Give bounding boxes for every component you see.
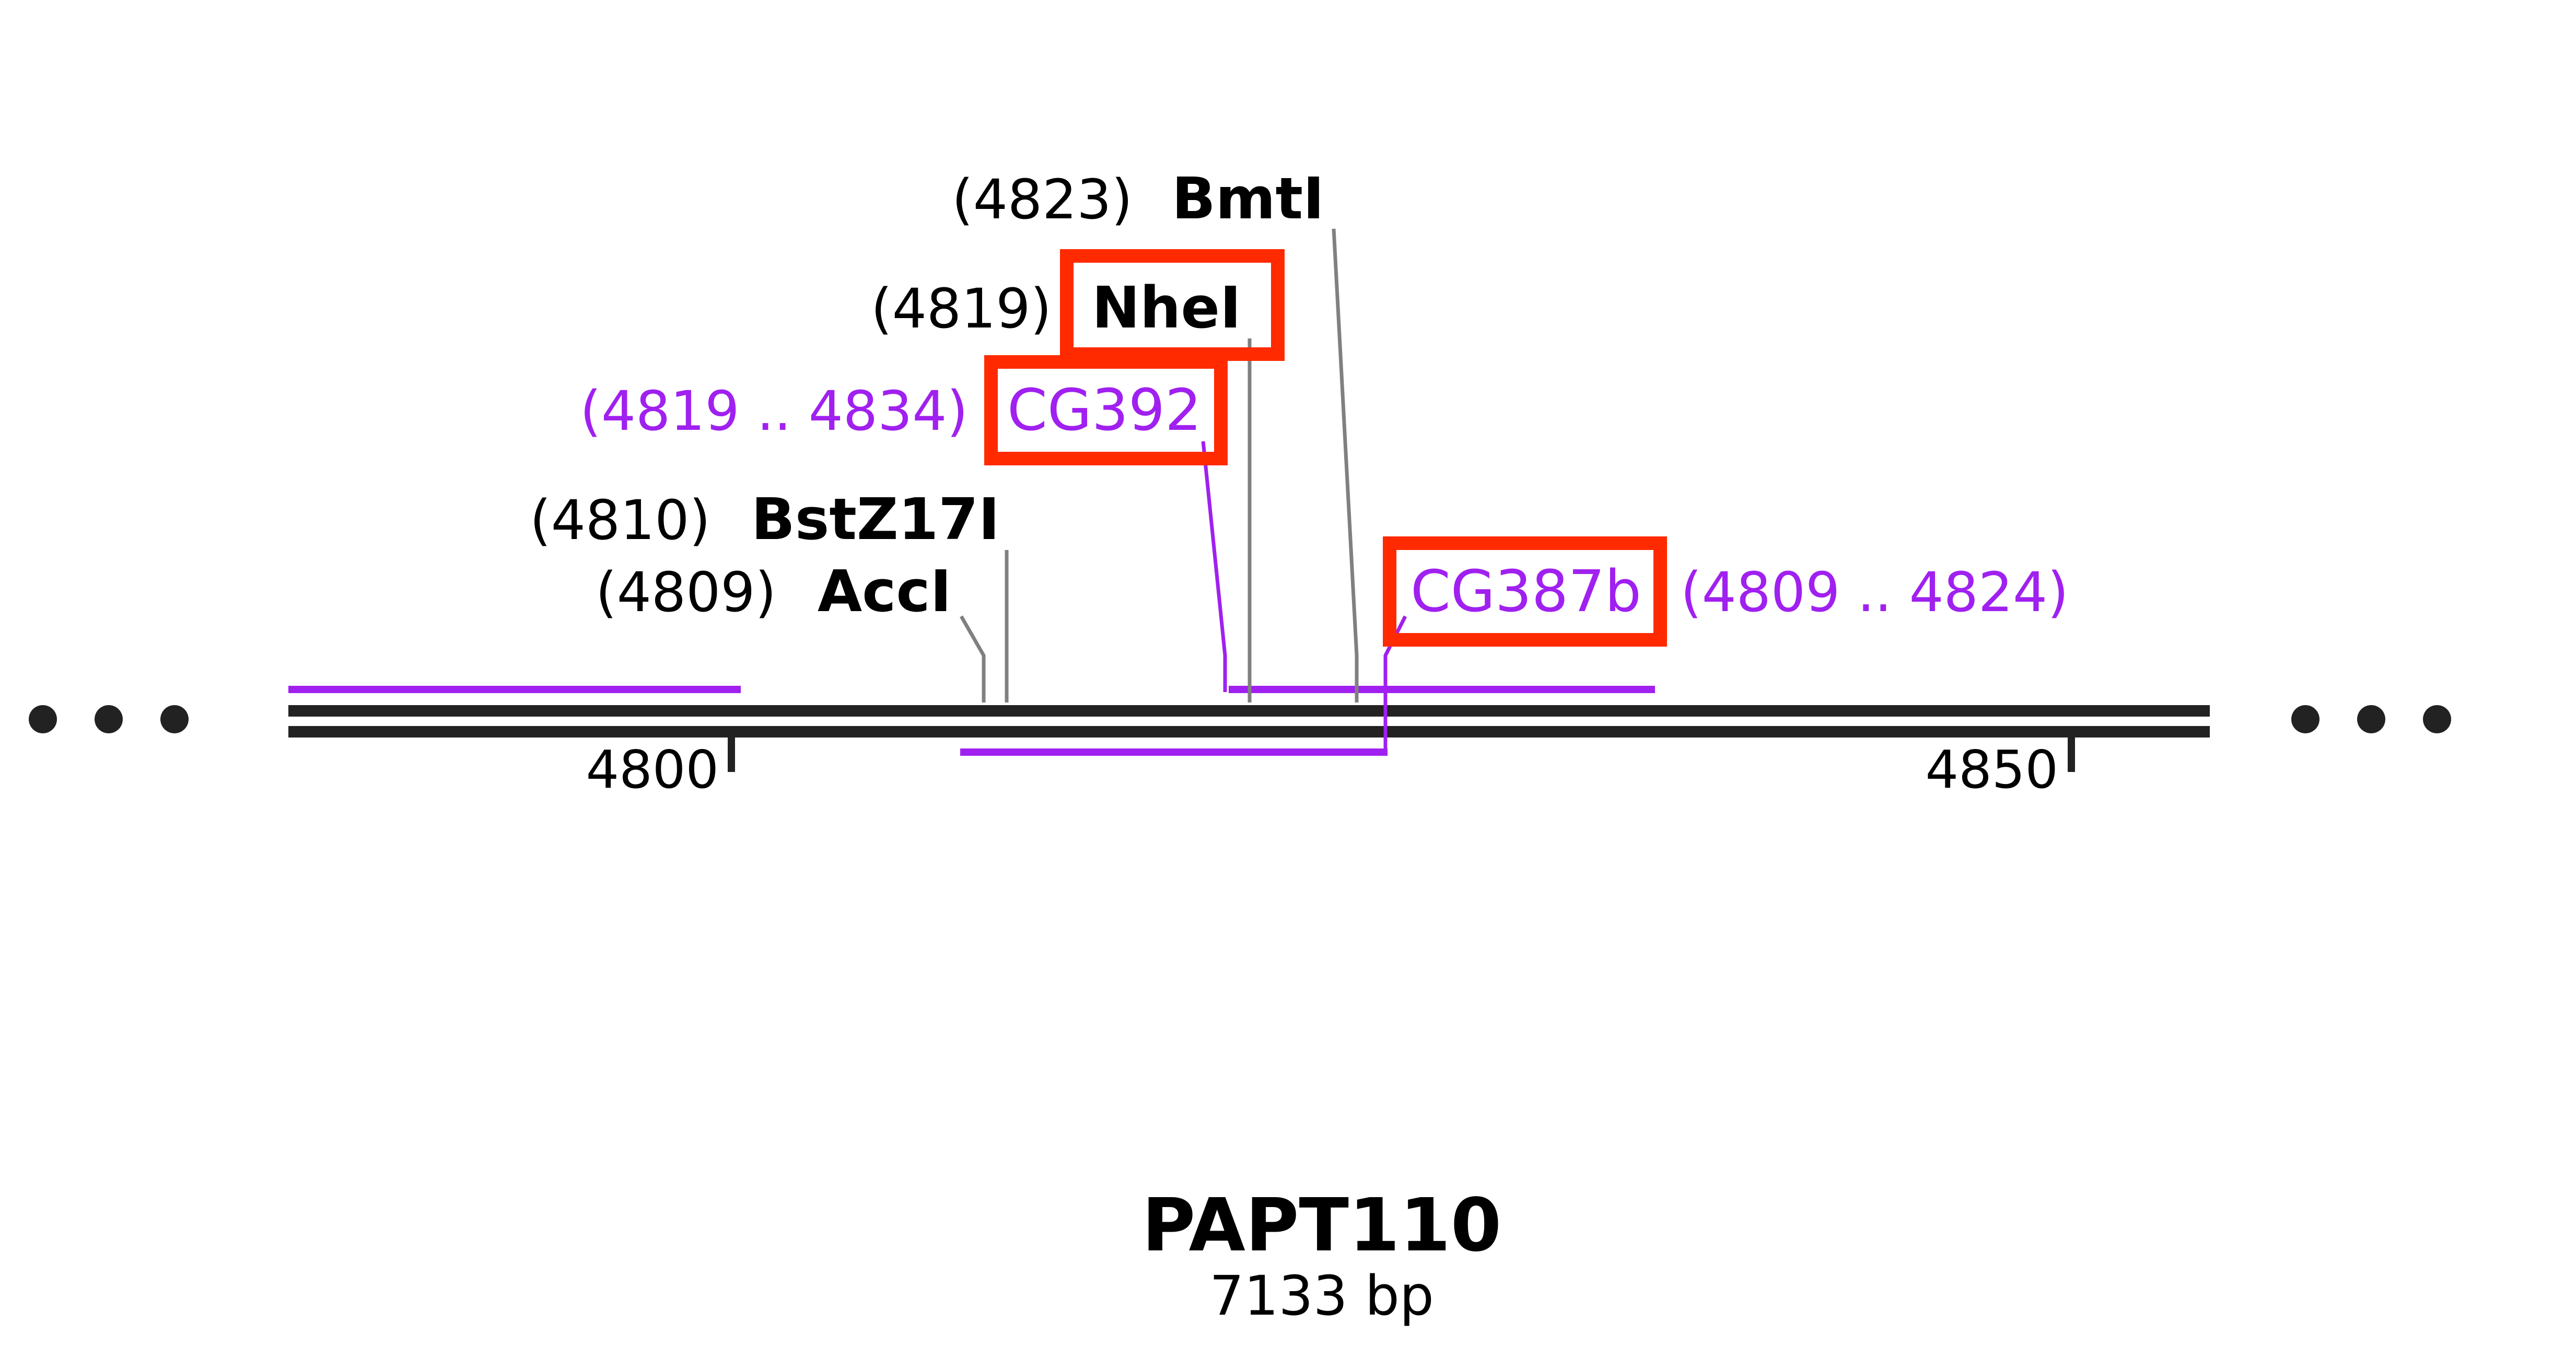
connector-acci (959, 615, 986, 703)
enzyme-label-bstz17i[interactable]: BstZ17I (751, 486, 1000, 553)
connector-cg387b (1383, 615, 1407, 752)
feature-label-cg387b[interactable]: CG387b (1411, 558, 1641, 625)
enzyme-label-bmti[interactable]: BmtI (1172, 165, 1324, 232)
connector-cg392 (1201, 441, 1227, 692)
highlight-box-cg387b (1383, 536, 1667, 647)
enzyme-position-bstz17i: (4810) (530, 488, 710, 552)
enzyme-position-bmti: (4823) (952, 168, 1133, 231)
highlight-box-cg392 (984, 355, 1228, 465)
enzyme-label-nhei[interactable]: NheI (1092, 274, 1241, 341)
feature-range-cg392: (4819 .. 4834) (580, 379, 968, 443)
enzyme-position-acci: (4809) (596, 560, 776, 624)
plasmid-name: PAPT110 (1142, 1183, 1501, 1268)
tick-label-4850: 4850 (1926, 739, 2059, 800)
right-ellipsis-icon (2291, 705, 2451, 733)
connector-bmti (1332, 228, 1359, 703)
enzyme-position-nhei: (4819) (871, 277, 1052, 341)
highlight-box-nhei (1060, 249, 1285, 361)
feature-label-cg392[interactable]: CG392 (1007, 377, 1202, 443)
enzyme-label-acci[interactable]: AccI (818, 558, 951, 625)
feature-range-cg387b: (4809 .. 4824) (1681, 560, 2069, 624)
plasmid-length: 7133 bp (1209, 1264, 1434, 1328)
tick-label-4800: 4800 (586, 739, 719, 800)
left-ellipsis-icon (29, 705, 189, 733)
